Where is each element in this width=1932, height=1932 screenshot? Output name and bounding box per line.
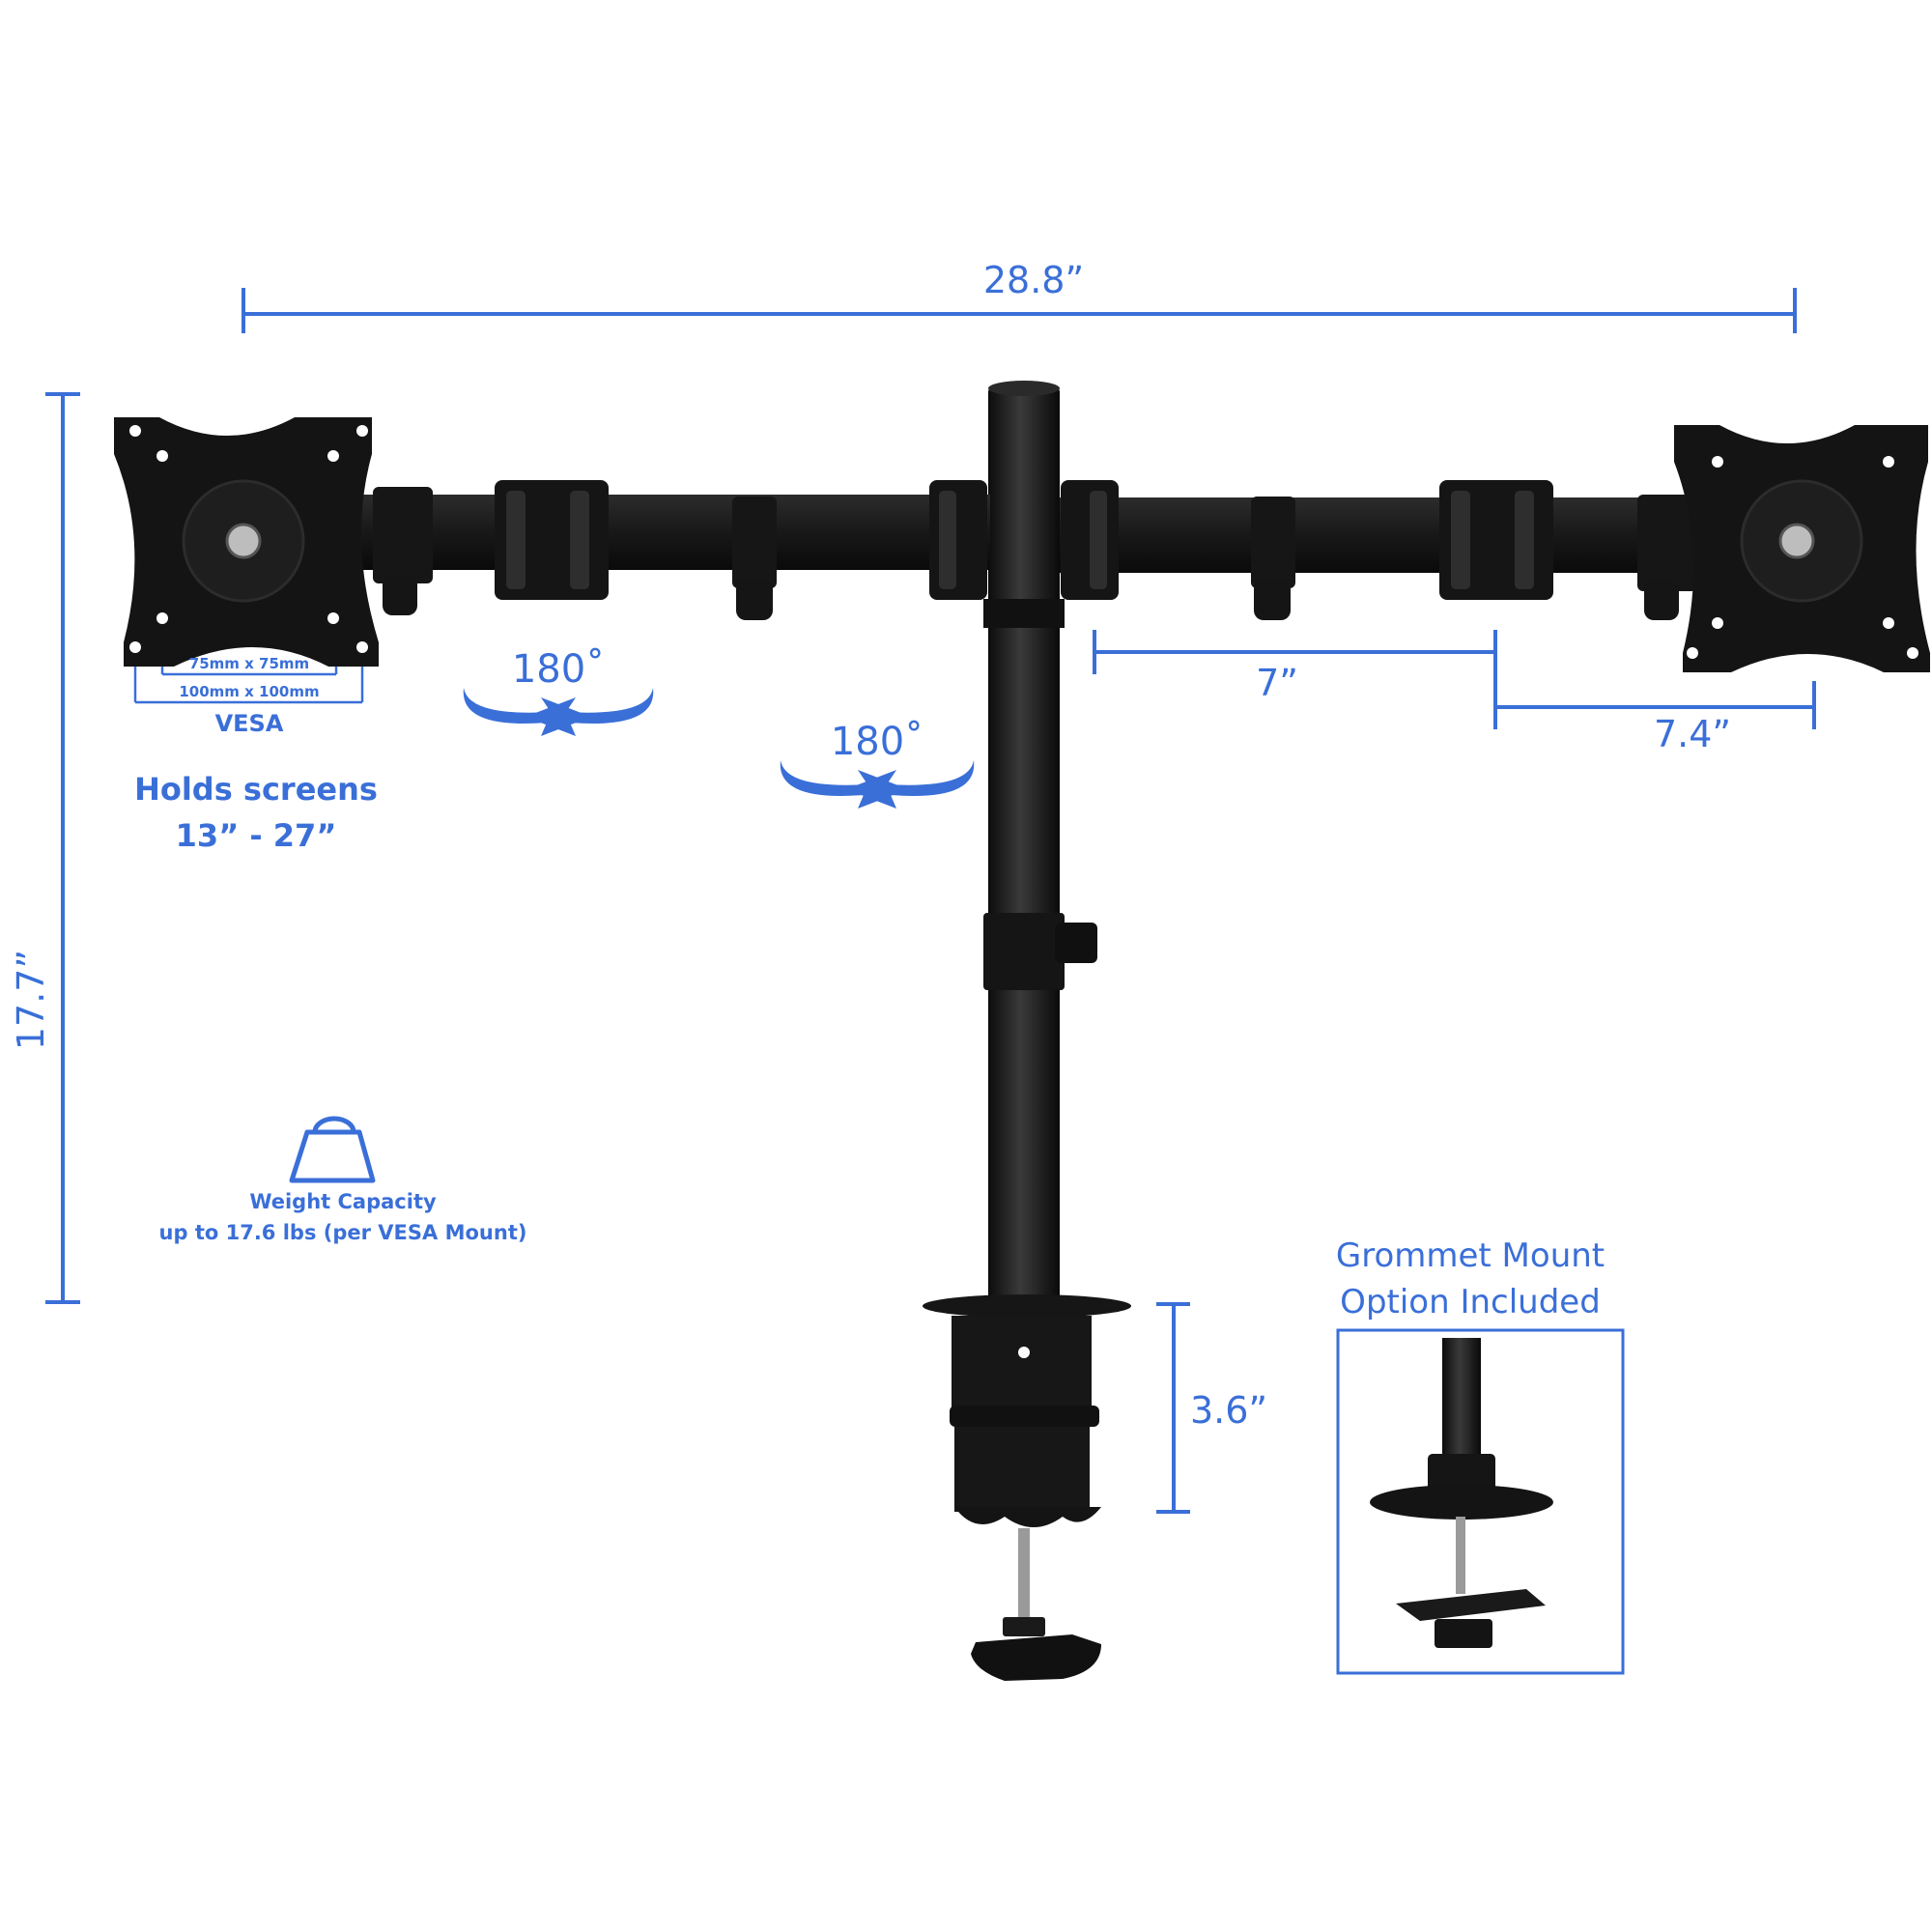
arm-segment-dimension-line bbox=[1093, 630, 1497, 729]
pole-rotation-arrow bbox=[780, 760, 975, 809]
weight-line1: Weight Capacity bbox=[249, 1190, 437, 1213]
grommet-line1: Grommet Mount bbox=[1335, 1236, 1605, 1275]
weight-icon bbox=[289, 1116, 376, 1183]
screens-line2: 13” - 27” bbox=[175, 817, 337, 854]
grommet-line2: Option Included bbox=[1340, 1283, 1601, 1321]
arm-rotation-arrow bbox=[463, 688, 654, 736]
end-segment-dimension-line bbox=[1495, 681, 1816, 729]
arm-rotation-label: 180˚ bbox=[511, 647, 606, 692]
left-arm bbox=[357, 480, 990, 620]
left-vesa-plate bbox=[114, 417, 379, 667]
vesa-small-pattern: 75mm x 75mm bbox=[188, 655, 310, 672]
arm-segment-label: 7” bbox=[1256, 662, 1298, 704]
clamp-height-dimension-line bbox=[1156, 1302, 1190, 1514]
height-dimension-line bbox=[45, 392, 80, 1304]
total-height-label: 17.7” bbox=[10, 949, 52, 1051]
vesa-label: VESA bbox=[214, 710, 284, 737]
desk-clamp bbox=[923, 1294, 1131, 1681]
width-dimension-line bbox=[242, 288, 1797, 333]
right-arm bbox=[1060, 480, 1697, 620]
pole-rotation-label: 180˚ bbox=[830, 720, 924, 764]
total-width-label: 28.8” bbox=[982, 259, 1085, 301]
end-segment-label: 7.4” bbox=[1653, 713, 1732, 755]
right-vesa-plate bbox=[1674, 425, 1930, 672]
vesa-large-pattern: 100mm x 100mm bbox=[179, 683, 320, 700]
center-pole bbox=[983, 381, 1097, 1304]
weight-line2: up to 17.6 lbs (per VESA Mount) bbox=[158, 1221, 527, 1244]
clamp-height-label: 3.6” bbox=[1190, 1389, 1268, 1432]
grommet-box bbox=[1336, 1328, 1625, 1675]
grommet-illustration bbox=[1370, 1338, 1553, 1648]
screens-line1: Holds screens bbox=[134, 771, 378, 808]
